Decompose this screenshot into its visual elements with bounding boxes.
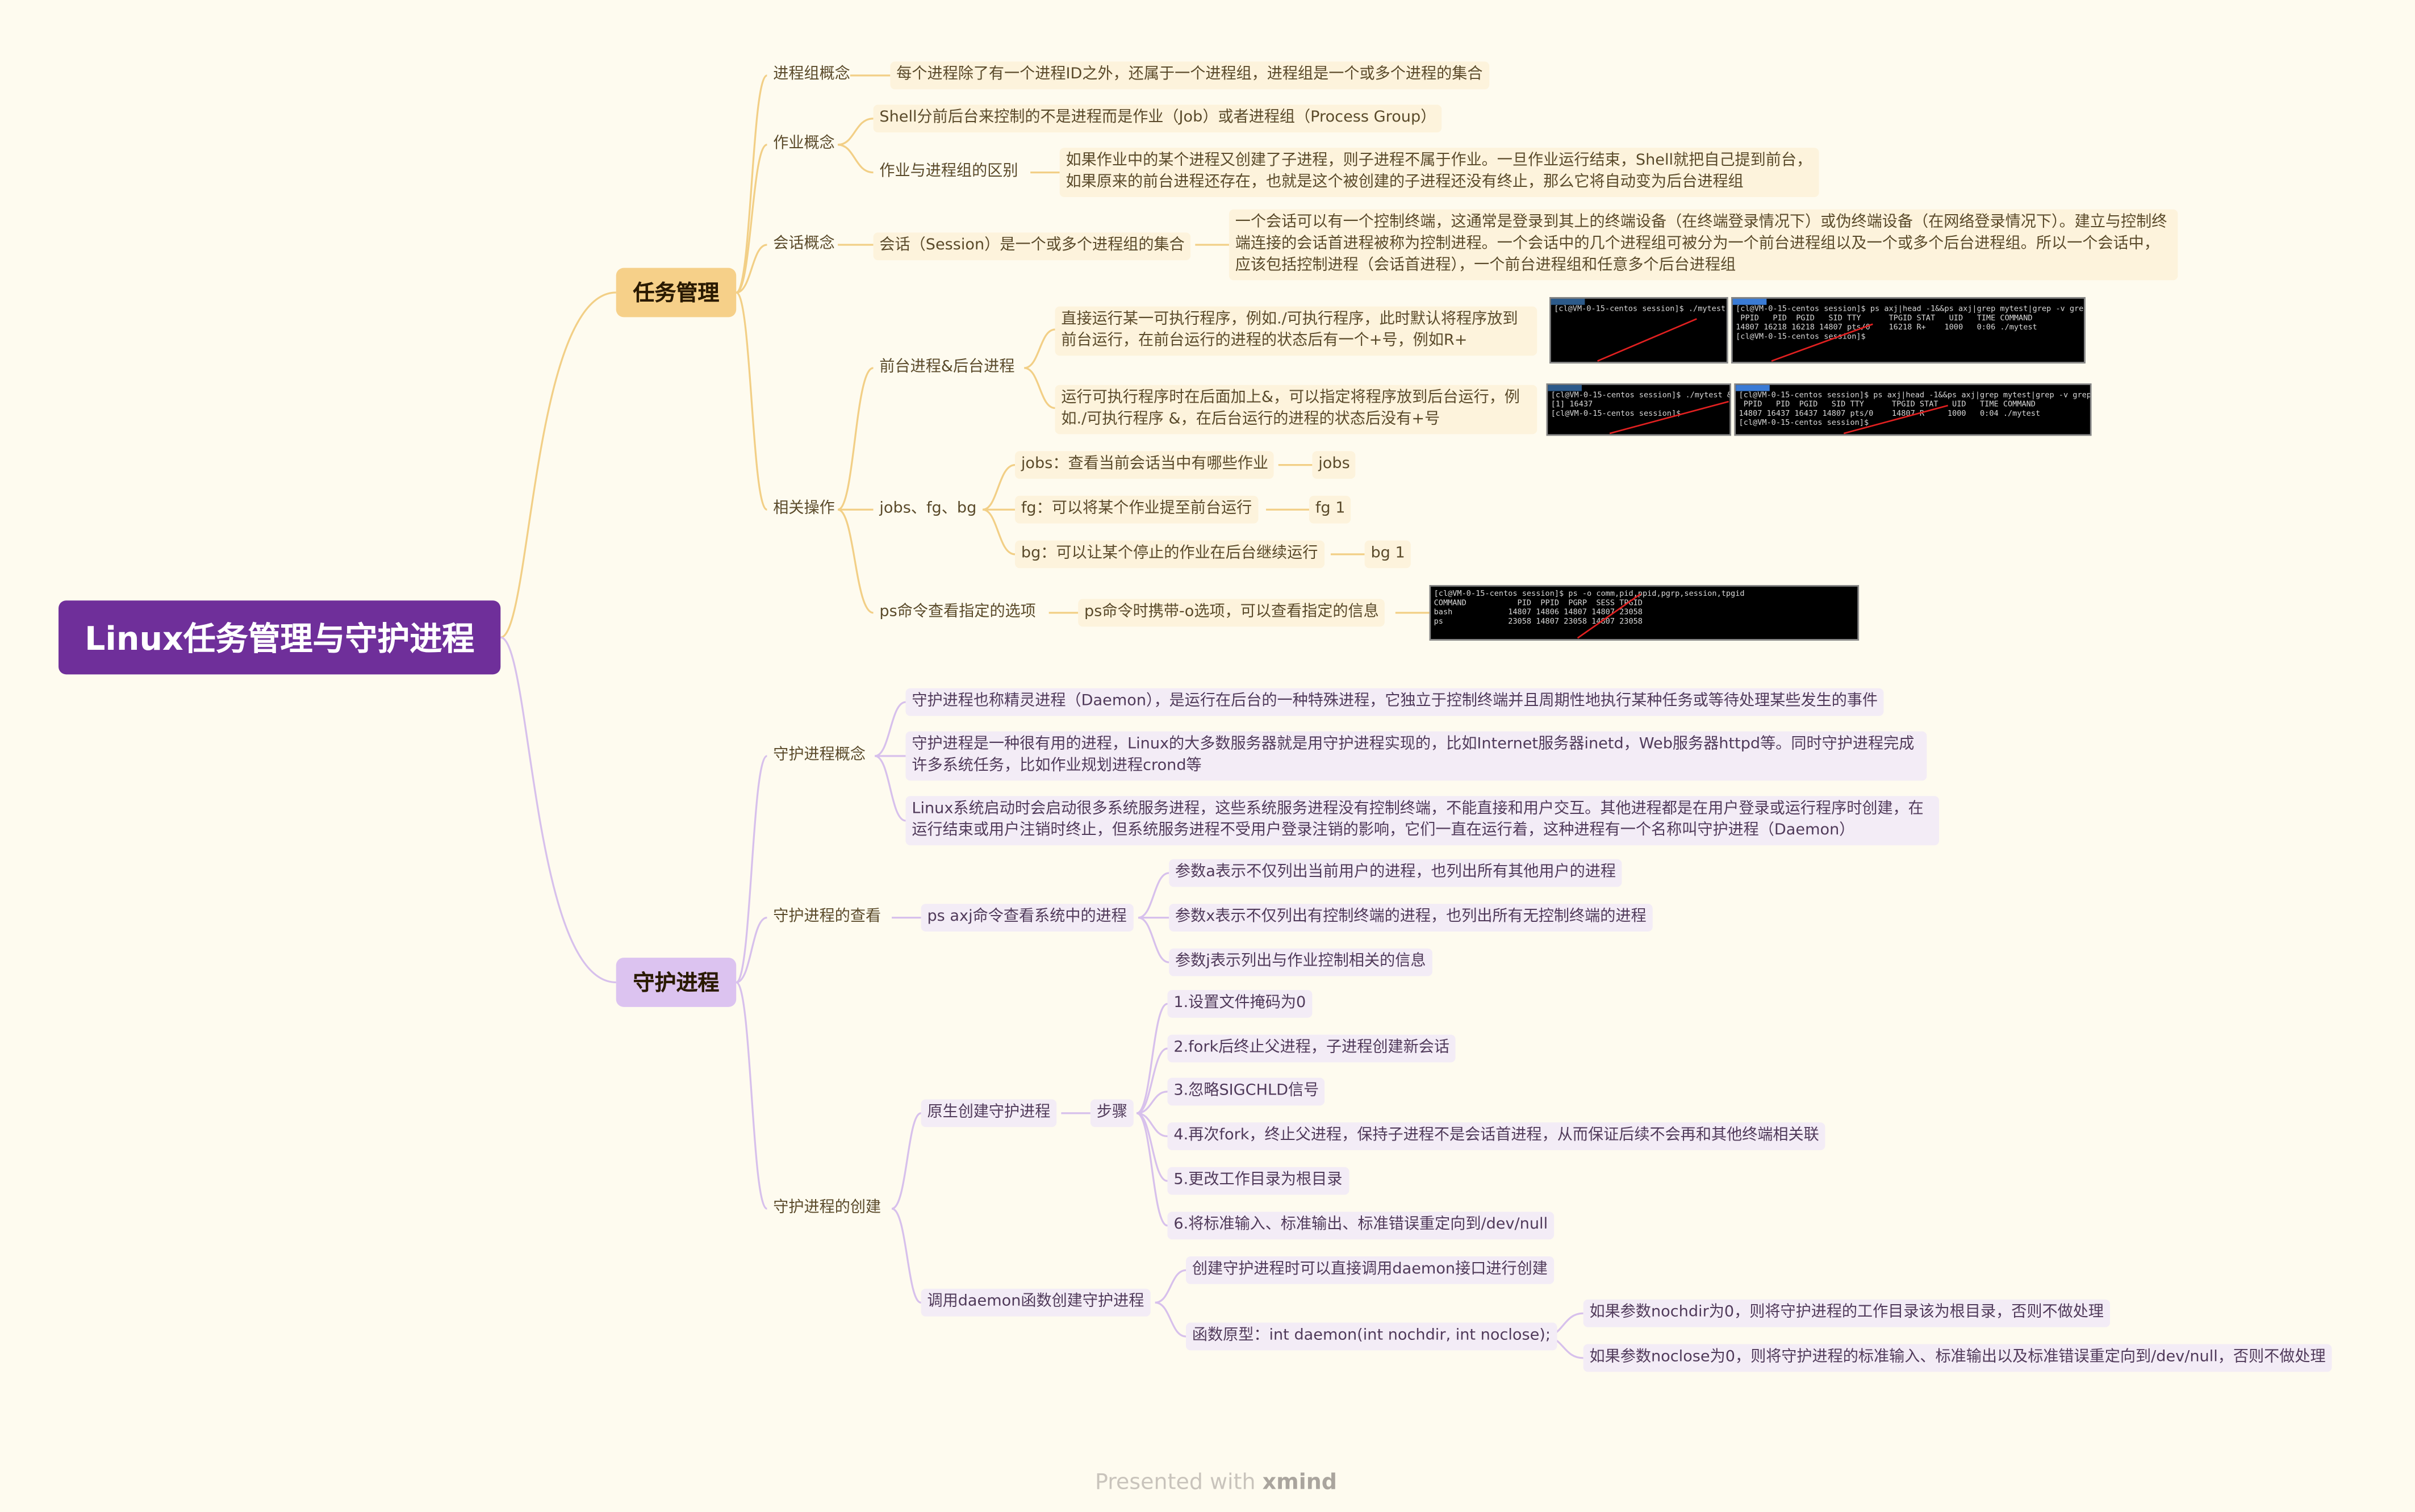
- daemon-function-prototype[interactable]: 函数原型：int daemon(int nochdir, int noclose…: [1186, 1322, 1557, 1351]
- terminal-line: [cl@VM-0-15-centos session]$ ps axj|head…: [1739, 391, 2091, 400]
- topic-daemon-concept[interactable]: 守护进程概念: [773, 746, 866, 764]
- native-create-daemon[interactable]: 原生创建守护进程: [921, 1099, 1057, 1127]
- bg-description[interactable]: bg：可以让某个停止的作业在后台继续运行: [1015, 540, 1325, 569]
- daemon-concept-item-2[interactable]: 守护进程是一种很有用的进程，Linux的大多数服务器就是用守护进程实现的，比如I…: [905, 731, 1927, 781]
- topic-related-operations[interactable]: 相关操作: [773, 500, 835, 517]
- presented-with-xmind: Presented with xmind: [1095, 1471, 1337, 1495]
- topic-daemon-create[interactable]: 守护进程的创建: [773, 1199, 881, 1217]
- terminal-line: bash 14807 14806 14807 14807 23058: [1434, 608, 1643, 618]
- terminal-screenshot-bg-run: [cl@VM-0-15-centos session]$ ./mytest & …: [1546, 383, 1731, 436]
- terminal-line: [1] 16437: [1551, 400, 1593, 410]
- xmind-logo: xmind: [1262, 1470, 1337, 1496]
- daemon-concept-item-1[interactable]: 守护进程也称精灵进程（Daemon），是运行在后台的一种特殊进程，它独立于控制终…: [905, 688, 1884, 716]
- param-a[interactable]: 参数a表示不仅列出当前用户的进程，也列出所有其他用户的进程: [1169, 859, 1622, 887]
- param-x[interactable]: 参数x表示不仅列出有控制终端的进程，也列出所有无控制终端的进程: [1169, 904, 1653, 932]
- terminal-line: [cl@VM-0-15-centos session]$: [1736, 332, 1870, 342]
- terminal-line: COMMAND PID PPID PGRP SESS TPGID: [1434, 599, 1643, 608]
- terminal-screenshot-fg-ps: [cl@VM-0-15-centos session]$ ps axj|head…: [1731, 297, 2086, 364]
- session-description[interactable]: 一个会话可以有一个控制终端，这通常是登录到其上的终端设备（在终端登录情况下）或伪…: [1229, 209, 2178, 281]
- jobs-description[interactable]: jobs：查看当前会话当中有哪些作业: [1015, 451, 1275, 479]
- background-description[interactable]: 运行可执行程序时在后面加上&，可以指定将程序放到后台运行，例如./可执行程序 &…: [1055, 385, 1537, 435]
- topic-daemon-view[interactable]: 守护进程的查看: [773, 908, 881, 926]
- param-j[interactable]: 参数j表示列出与作业控制相关的信息: [1169, 948, 1432, 976]
- daemon-function-create[interactable]: 调用daemon函数创建守护进程: [921, 1288, 1151, 1317]
- terminal-line: PPID PID PGID SID TTY TPGID STAT UID TIM…: [1736, 314, 2033, 324]
- terminal-line: [cl@VM-0-15-centos session]$: [1551, 410, 1686, 419]
- fg-description[interactable]: fg：可以将某个作业提至前台运行: [1015, 495, 1259, 524]
- topic-ps-options[interactable]: ps命令查看指定的选项: [879, 603, 1036, 621]
- step-3[interactable]: 3.忽略SIGCHLD信号: [1167, 1077, 1326, 1106]
- terminal-line: PPID PID PGID SID TTY TPGID STAT UID TIM…: [1739, 400, 2036, 410]
- terminal-line: [cl@VM-0-15-centos session]$ ps axj|head…: [1736, 304, 2086, 314]
- topic-foreground-background[interactable]: 前台进程&后台进程: [879, 358, 1015, 376]
- foreground-description[interactable]: 直接运行某一可执行程序，例如./可执行程序，此时默认将程序放到前台运行，在前台运…: [1055, 306, 1537, 356]
- terminal-screenshot-ps-o: [cl@VM-0-15-centos session]$ ps -o comm,…: [1429, 585, 1860, 641]
- topic-job-vs-pgroup[interactable]: 作业与进程组的区别: [879, 163, 1018, 181]
- topic-jobs-fg-bg[interactable]: jobs、fg、bg: [879, 500, 977, 517]
- terminal-screenshot-fg-run: [cl@VM-0-15-centos session]$ ./mytest: [1549, 297, 1728, 364]
- bg-command[interactable]: bg 1: [1364, 540, 1411, 569]
- terminal-line: 14807 16218 16218 14807 pts/0 16218 R+ 1…: [1736, 323, 2037, 333]
- root-topic[interactable]: Linux任务管理与守护进程: [59, 600, 501, 675]
- noclose-description[interactable]: 如果参数noclose为0，则将守护进程的标准输入、标准输出以及标准错误重定向到…: [1583, 1344, 2332, 1372]
- job-description[interactable]: Shell分前后台来控制的不是进程而是作业（Job）或者进程组（Process …: [873, 105, 1443, 133]
- topic-process-group-concept[interactable]: 进程组概念: [773, 66, 850, 83]
- process-group-description[interactable]: 每个进程除了有一个进程ID之外，还属于一个进程组，进程组是一个或多个进程的集合: [890, 61, 1489, 90]
- terminal-screenshot-bg-ps: [cl@VM-0-15-centos session]$ ps axj|head…: [1734, 383, 2092, 436]
- step-5[interactable]: 5.更改工作目录为根目录: [1167, 1167, 1349, 1195]
- topic-job-concept[interactable]: 作业概念: [773, 135, 835, 153]
- terminal-line: [cl@VM-0-15-centos session]$: [1739, 419, 1874, 428]
- step-2[interactable]: 2.fork后终止父进程，子进程创建新会话: [1167, 1034, 1456, 1063]
- terminal-line: [cl@VM-0-15-centos session]$ ./mytest &: [1551, 391, 1731, 400]
- job-vs-pgroup-description[interactable]: 如果作业中的某个进程又创建了子进程，则子进程不属于作业。一旦作业运行结束，She…: [1059, 148, 1819, 197]
- nochdir-description[interactable]: 如果参数nochdir为0，则将守护进程的工作目录该为根目录，否则不做处理: [1583, 1299, 2110, 1327]
- ps-option-description[interactable]: ps命令时携带-o选项，可以查看指定的信息: [1078, 599, 1385, 627]
- daemon-function-description[interactable]: 创建守护进程时可以直接调用daemon接口进行创建: [1186, 1256, 1554, 1284]
- main-topic-daemon[interactable]: 守护进程: [616, 958, 737, 1007]
- footer-prefix: Presented with: [1095, 1470, 1256, 1496]
- jobs-command[interactable]: jobs: [1312, 451, 1356, 479]
- daemon-concept-item-3[interactable]: Linux系统启动时会启动很多系统服务进程，这些系统服务进程没有控制终端，不能直…: [905, 796, 1940, 846]
- steps-label[interactable]: 步骤: [1090, 1099, 1134, 1127]
- topic-session-concept[interactable]: 会话概念: [773, 235, 835, 253]
- step-6[interactable]: 6.将标准输入、标准输出、标准错误重定向到/dev/null: [1167, 1212, 1554, 1240]
- terminal-line: ps 23058 14807 23058 14807 23058: [1434, 617, 1643, 627]
- ps-axj-command[interactable]: ps axj命令查看系统中的进程: [921, 904, 1133, 932]
- session-definition[interactable]: 会话（Session）是一个或多个进程组的集合: [873, 232, 1191, 261]
- terminal-line: [cl@VM-0-15-centos session]$ ./mytest: [1554, 304, 1726, 314]
- terminal-line: [cl@VM-0-15-centos session]$ ps -o comm,…: [1434, 590, 1745, 599]
- fg-command[interactable]: fg 1: [1309, 495, 1352, 524]
- step-4[interactable]: 4.再次fork，终止父进程，保持子进程不是会话首进程，从而保证后续不会再和其他…: [1167, 1122, 1825, 1150]
- step-1[interactable]: 1.设置文件掩码为0: [1167, 990, 1313, 1018]
- main-topic-task-management[interactable]: 任务管理: [616, 268, 737, 318]
